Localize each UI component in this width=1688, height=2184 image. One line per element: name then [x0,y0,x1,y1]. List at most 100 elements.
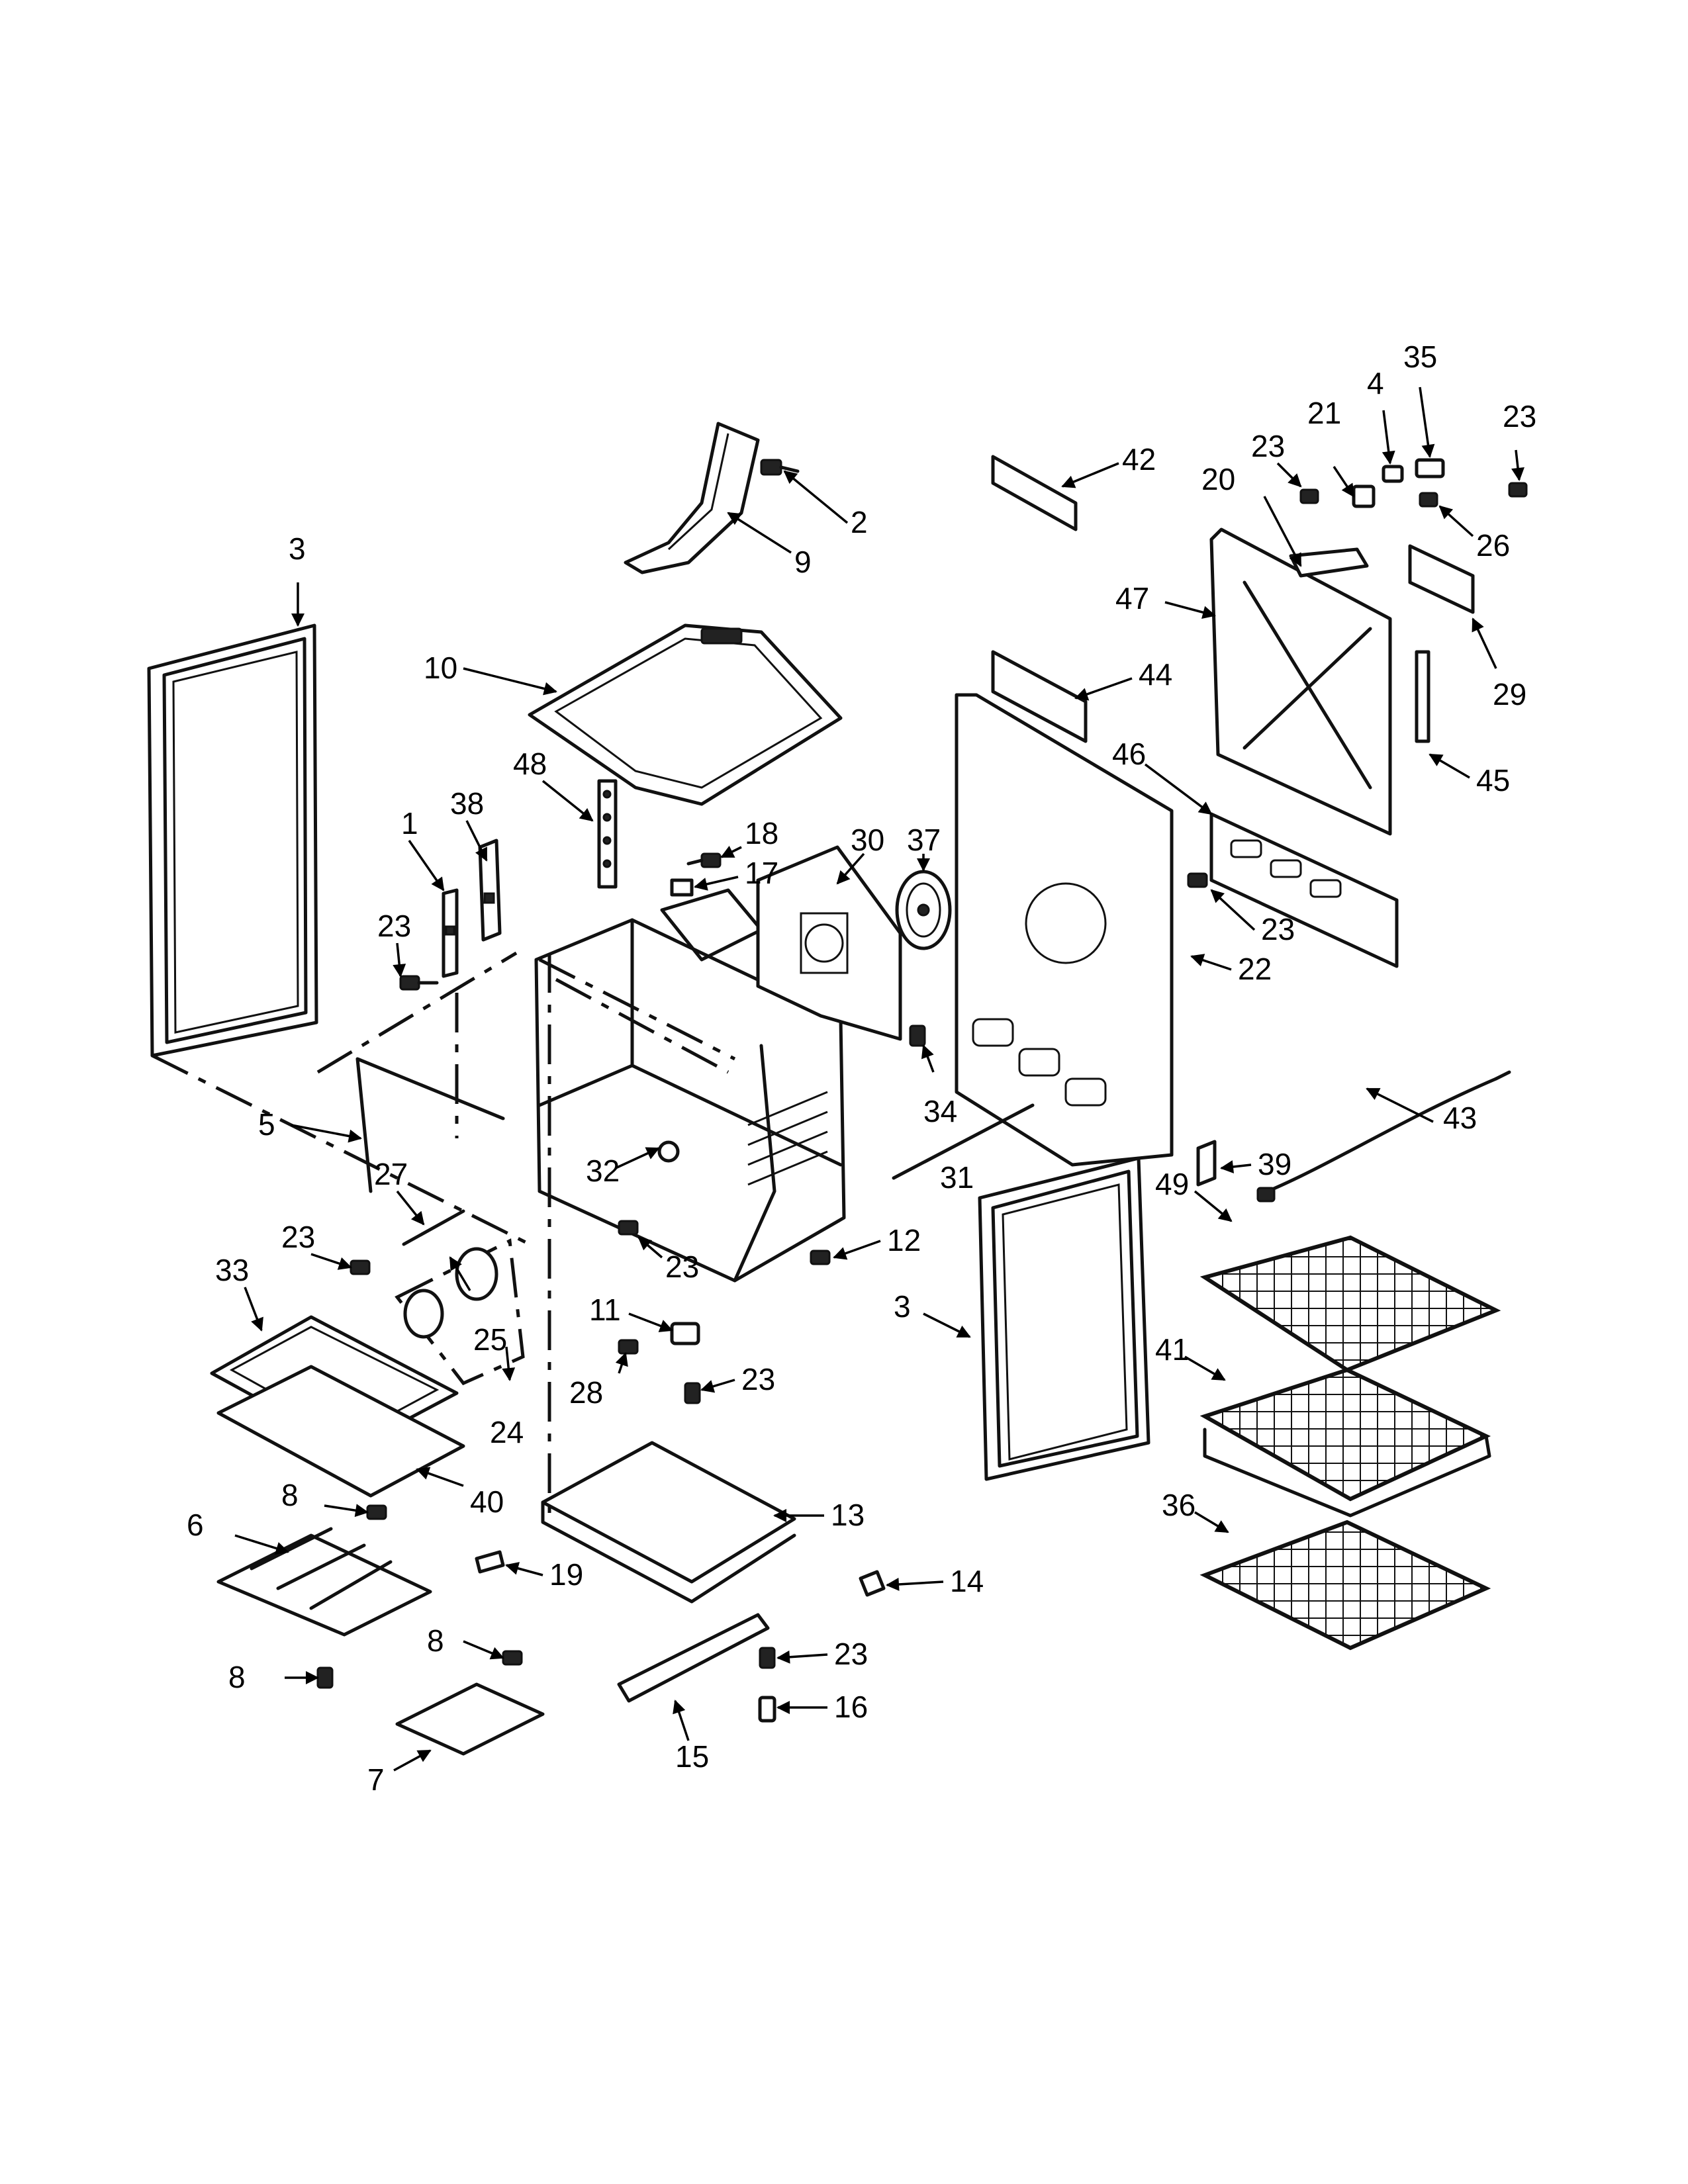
callout-8: 8 [228,1660,246,1694]
callout-40: 40 [470,1484,504,1519]
insulation-plate [991,455,1078,531]
oven-rack-36 [1199,1520,1491,1651]
hinge-receiver [442,888,459,978]
convection-fan-blade [895,870,952,950]
assembly-line [316,951,518,1074]
callout-19: 19 [549,1557,583,1592]
callout-16: 16 [834,1690,868,1724]
callout-48: 48 [513,747,547,781]
callout-23: 23 [281,1220,315,1254]
callout-39: 39 [1258,1147,1291,1181]
callout-2: 2 [851,505,868,539]
rear-back-panel [955,693,1174,1167]
oven-bottom-tray [541,1441,796,1604]
callout-44: 44 [1139,657,1172,692]
callout-27: 27 [374,1157,408,1191]
callout-14: 14 [950,1564,984,1598]
screw [618,872,1208,1669]
callout-45: 45 [1476,763,1510,797]
clip-19 [475,1550,505,1574]
callout-9: 9 [794,545,812,579]
callout-37: 37 [907,823,941,857]
door-switch-assembly [395,1209,525,1386]
callout-21: 21 [1307,396,1341,430]
callout-43: 43 [1443,1101,1477,1135]
power-cord [1256,1070,1511,1203]
vent-duct [624,422,760,574]
callout-38: 38 [450,786,484,821]
callout-22: 22 [1238,952,1272,986]
callout-3: 3 [289,531,306,566]
mounting-strip [1415,650,1430,743]
callout-15: 15 [675,1739,709,1774]
callout-10: 10 [424,651,457,685]
rear-frame [1209,527,1392,836]
callout-31: 31 [940,1160,974,1195]
wire-harness-31 [892,1103,1035,1180]
callout-23: 23 [1261,912,1295,946]
terminal-block-bracket [1289,547,1369,578]
callout-47: 47 [1115,581,1149,615]
broiler-pan-40 [216,1365,465,1498]
terminal-block [1352,458,1445,508]
screw [399,975,439,991]
callout-5: 5 [258,1107,275,1142]
oven-rack-49 [1199,1235,1501,1373]
screw [686,852,722,868]
spring-16 [758,1696,776,1723]
callout-12: 12 [887,1223,921,1257]
callout-25: 25 [473,1322,507,1357]
door-gasket [355,1057,505,1193]
callout-18: 18 [745,816,778,850]
broil-element-7 [395,1682,545,1756]
callout-36: 36 [1162,1488,1196,1522]
callout-6: 6 [187,1508,204,1542]
callout-35: 35 [1403,340,1437,374]
callout-4: 4 [1367,366,1384,400]
callout-1: 1 [401,806,418,841]
oven-rack-41 [1199,1367,1491,1518]
oven-top-panel [528,623,843,806]
callout-26: 26 [1476,528,1510,563]
anti-tip-bracket [1196,1140,1217,1187]
callout-23: 23 [1503,399,1536,433]
clip-14 [859,1570,886,1597]
callout-20: 20 [1201,462,1235,496]
callout-23: 23 [741,1362,775,1396]
side-panel-right [978,1156,1150,1481]
callout-8: 8 [281,1478,299,1512]
callout-32: 32 [586,1154,620,1188]
convection-fan-cover [756,845,902,1041]
bake-element-6 [216,1527,432,1637]
vent-panel [1209,812,1399,968]
callout-33: 33 [215,1253,249,1287]
callout-labels: 2 9 3 10 48 1 38 23 5 27 23 33 32 23 12 … [187,340,1536,1797]
rear-bracket [991,650,1088,743]
assembly-line [151,1054,531,1246]
callout-28: 28 [569,1375,603,1410]
oven-sensor-connector [909,1024,926,1047]
callout-23: 23 [834,1637,868,1671]
thermostat-11 [670,1322,700,1345]
side-panel-left [147,623,318,1058]
sensor-clip [670,878,694,897]
callout-7: 7 [367,1762,385,1797]
callout-8: 8 [427,1623,444,1658]
callout-49: 49 [1155,1167,1189,1201]
callout-29: 29 [1493,677,1526,711]
callout-11: 11 [589,1293,621,1327]
rack-support [597,779,618,889]
oven-cavity [534,888,846,1283]
screw [760,459,800,476]
callout-13: 13 [831,1498,865,1532]
callout-41: 41 [1155,1332,1189,1367]
callout-23: 23 [377,909,411,943]
callout-17: 17 [745,856,778,890]
callout-23: 23 [665,1250,699,1284]
hinge-bracket [478,839,502,942]
callout-42: 42 [1122,442,1156,477]
callout-23: 23 [1251,429,1285,463]
shield-plate [1408,544,1475,614]
callout-3: 3 [894,1289,911,1324]
